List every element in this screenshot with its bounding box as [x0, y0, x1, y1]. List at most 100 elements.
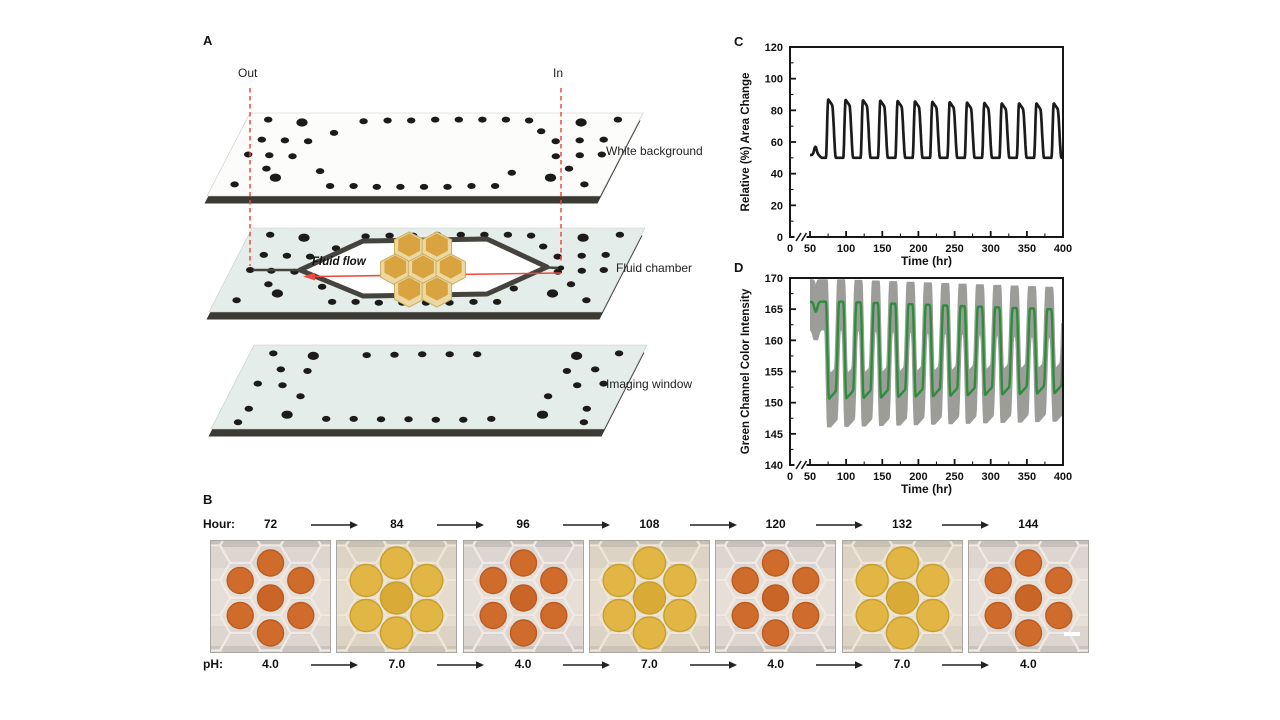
right-arrow-icon: [815, 521, 863, 529]
hydrogel-dot: [380, 546, 414, 580]
screw-hole: [244, 151, 253, 158]
inlet-hole: [557, 265, 565, 271]
outlet-hole: [246, 267, 254, 273]
screw-hole: [573, 382, 582, 389]
honeycomb-cell: [588, 614, 611, 652]
x-tick-label: 50: [804, 243, 816, 255]
screw-hole: [566, 281, 576, 288]
screw-hole: [298, 233, 310, 242]
hydrogel-dot: [761, 549, 790, 577]
hydrogel-dot: [1044, 601, 1073, 630]
timelapse-photo: [715, 540, 837, 653]
screw-hole: [562, 368, 572, 374]
screw-hole: [490, 183, 500, 189]
plate-face: [210, 344, 648, 430]
honeycomb-cell: [841, 579, 863, 617]
screw-hole: [230, 181, 239, 188]
y-tick-label: 20: [771, 200, 783, 212]
x-tick-label: 200: [909, 243, 927, 255]
screw-hole: [327, 298, 337, 305]
hydrogel-dot: [632, 616, 667, 650]
screw-hole: [536, 410, 549, 419]
hydrogel-dot: [509, 619, 537, 647]
hydrogel-dot: [855, 563, 889, 598]
screw-hole: [456, 231, 465, 238]
arrowhead: [602, 521, 611, 529]
honeycomb-cell: [471, 540, 515, 565]
hydrogel-dot: [479, 601, 507, 630]
honeycomb-cell: [218, 540, 262, 565]
hydrogel-dot: [855, 598, 889, 633]
honeycomb-cell: [501, 579, 545, 617]
x-axis-label: Time (hr): [901, 254, 952, 268]
hour-value: 72: [263, 517, 278, 531]
y-tick-label: 145: [765, 429, 783, 441]
series-line: [809, 300, 1062, 400]
scale-bar: [1063, 632, 1080, 636]
x-tick-label: 350: [1018, 243, 1036, 255]
photo-border: [841, 540, 963, 653]
screw-hole: [419, 183, 429, 190]
hydrogel-hexagon: [380, 253, 411, 286]
hydrogel-dot: [792, 566, 820, 595]
honeycomb-cell: [531, 631, 575, 653]
honeycomb-cell: [462, 614, 484, 652]
hydrogel-dot: [915, 598, 950, 633]
honeycomb-cell: [588, 579, 611, 617]
hydrogel-dot: [731, 601, 760, 630]
screw-hole: [276, 366, 285, 373]
honeycomb-cell: [976, 540, 1020, 565]
screw-hole: [599, 380, 608, 387]
y-tick-label: 80: [771, 105, 783, 117]
ph-value: 7.0: [388, 657, 406, 671]
honeycomb-cell: [715, 579, 737, 617]
screw-hole: [571, 351, 583, 360]
screw-hole: [266, 231, 275, 238]
hour-value: 96: [516, 517, 530, 531]
ph-value: 4.0: [767, 657, 785, 671]
honeycomb-cell: [850, 540, 894, 565]
photo-top-strip: [210, 540, 331, 547]
screw-hole: [459, 416, 468, 423]
hydrogel-dot: [984, 566, 1012, 595]
screw-hole: [509, 285, 518, 292]
hydrogel-hexagon: [435, 253, 466, 286]
honeycomb-cell: [841, 614, 863, 652]
screw-hole: [362, 352, 371, 359]
hydrogel-hexagon: [421, 275, 453, 308]
y-tick-label: 140: [765, 460, 783, 472]
honeycomb-cell: [1006, 579, 1050, 617]
right-arrow-icon: [436, 521, 484, 529]
hydrogel-dot: [1014, 549, 1042, 577]
axis-break-mark: [800, 460, 808, 470]
honeycomb-cell: [279, 631, 323, 653]
photo-top-strip: [715, 540, 837, 547]
device-exploded-diagram: [204, 88, 648, 437]
screw-hole: [544, 173, 557, 182]
x-tick-label: 100: [837, 243, 855, 255]
hydrogel-dot-center: [632, 581, 667, 615]
ph-value: 7.0: [893, 657, 911, 671]
fluid-flow-label: Fluid flow: [312, 256, 366, 268]
screw-hole: [443, 183, 452, 190]
photo-top-strip: [336, 540, 458, 547]
honeycomb-cell: [784, 631, 828, 653]
photo-border: [210, 540, 331, 653]
honeycomb-cell: [405, 631, 449, 653]
honeycomb-cell: [210, 579, 232, 617]
hydrogel-dot: [1044, 566, 1073, 595]
photo-top-strip: [841, 540, 963, 547]
timelapse-photo: [336, 540, 458, 653]
screw-hole: [601, 251, 610, 258]
screw-hole: [582, 297, 591, 304]
screw-hole: [315, 168, 325, 175]
screw-hole: [473, 351, 482, 358]
screw-hole: [296, 118, 308, 127]
panel-c-label: C: [734, 34, 744, 49]
hydrogel-dot: [632, 546, 667, 580]
x-tick-label: 250: [945, 243, 963, 255]
honeycomb-cell: [967, 579, 990, 617]
screw-hole: [480, 231, 489, 238]
screw-hole: [577, 233, 589, 242]
